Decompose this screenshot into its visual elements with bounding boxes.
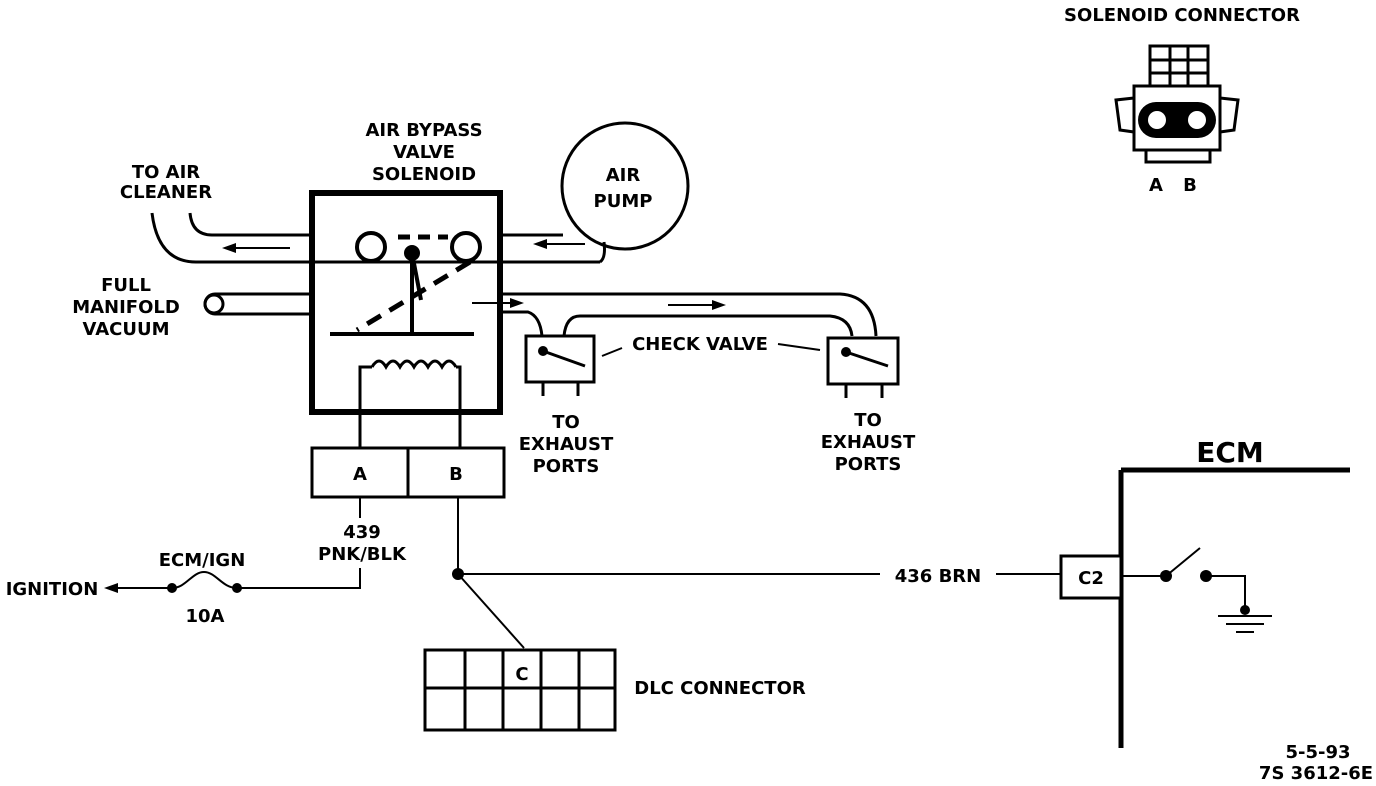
ecm-pin-c2: C2: [1078, 568, 1104, 589]
solenoid-title-line-3: SOLENOID: [372, 164, 476, 185]
wire-436-label: 436 BRN: [895, 566, 981, 587]
footer-date: 5-5-93: [1285, 742, 1350, 763]
air-bypass-valve-solenoid: [309, 190, 503, 440]
exhaust-hoses: [472, 292, 878, 337]
solenoid-title-line-2: VALVE: [393, 142, 455, 163]
air-cleaner-hose: [150, 212, 600, 264]
to-exhaust-ports-right-line-3: PORTS: [835, 454, 902, 475]
to-exhaust-ports-right-line-2: EXHAUST: [821, 432, 916, 453]
air-pump: [560, 121, 690, 264]
ecm-label: ECM: [1196, 436, 1264, 469]
solenoid-title: AIR BYPASS VALVE SOLENOID: [365, 120, 482, 185]
fuse-rating: 10A: [186, 606, 225, 627]
solenoid-title-line-1: AIR BYPASS: [365, 120, 482, 141]
check-valve-left: [524, 334, 623, 396]
vacuum-label-line-1: FULL: [101, 275, 151, 296]
solenoid-harness-connector: [310, 440, 506, 499]
wire-439-color: PNK/BLK: [318, 544, 407, 565]
to-exhaust-ports-left-line-3: PORTS: [533, 456, 600, 477]
footer-figure-id: 7S 3612-6E: [1259, 763, 1373, 784]
air-pump-label-line-1: AIR: [606, 165, 641, 186]
solenoid-connector-title: SOLENOID CONNECTOR: [1064, 5, 1300, 26]
solenoid-connector-pin-b: B: [1183, 175, 1197, 196]
solenoid-connector-pin-a: A: [1149, 175, 1163, 196]
to-exhaust-ports-left-line-1: TO: [552, 412, 580, 433]
check-valve-label: CHECK VALVE: [632, 334, 768, 355]
ignition-label: IGNITION: [6, 579, 99, 600]
wiring: [104, 497, 1061, 649]
manifold-vacuum-line: [203, 292, 312, 316]
vacuum-label-line-3: VACUUM: [83, 319, 170, 340]
dlc-cavity-c: C: [515, 664, 528, 685]
to-air-cleaner-line-2: CLEANER: [120, 182, 212, 203]
wire-439-number: 439: [343, 522, 381, 543]
terminal-a-label: A: [353, 464, 367, 485]
ecm-module: [1059, 467, 1350, 748]
to-air-cleaner-line-1: TO AIR: [132, 162, 200, 183]
dlc-connector-label: DLC CONNECTOR: [634, 678, 806, 699]
air-pump-label-line-2: PUMP: [594, 191, 653, 212]
to-exhaust-ports-right-line-1: TO: [854, 410, 882, 431]
to-exhaust-ports-left-line-2: EXHAUST: [519, 434, 614, 455]
terminal-b-label: B: [449, 464, 463, 485]
vacuum-label-line-2: MANIFOLD: [72, 297, 180, 318]
check-valve-right: [777, 336, 900, 398]
solenoid-connector-illustration: [1114, 44, 1240, 164]
fuse-name: ECM/IGN: [159, 550, 246, 571]
dlc-connector: [423, 648, 617, 732]
